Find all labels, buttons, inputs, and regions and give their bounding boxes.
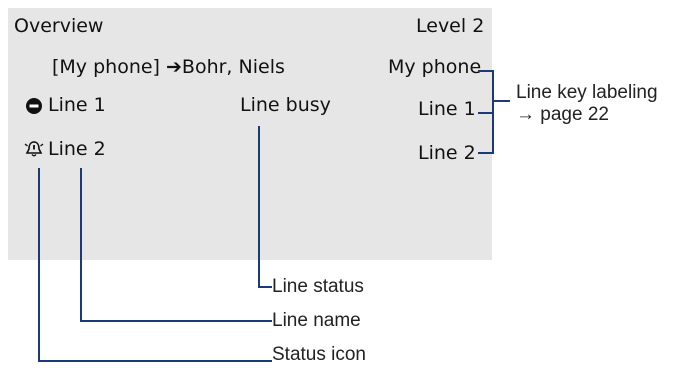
line-1-status: Line busy bbox=[240, 94, 331, 116]
callout-tick-line-1 bbox=[478, 112, 494, 114]
callout-tick-line-2 bbox=[478, 152, 494, 154]
callout-line-status-horizontal bbox=[258, 286, 272, 288]
alarm-bell-icon bbox=[24, 140, 44, 162]
key-label-line-2[interactable]: Line 2 bbox=[418, 142, 476, 164]
page-reference-link[interactable]: → page 22 bbox=[516, 104, 609, 125]
callout-line-status-vertical bbox=[258, 126, 260, 288]
callout-line-name-vertical bbox=[80, 168, 82, 322]
line-name-label: Line name bbox=[272, 310, 361, 331]
callout-status-icon-vertical bbox=[38, 168, 40, 362]
line-key-labeling-label: Line key labeling bbox=[516, 82, 658, 103]
display-title: Overview bbox=[14, 15, 104, 37]
line-status-label: Line status bbox=[272, 276, 364, 297]
key-label-line-1[interactable]: Line 1 bbox=[418, 98, 476, 120]
callout-bracket-connector bbox=[494, 100, 510, 102]
callout-bracket bbox=[492, 70, 494, 154]
line-1-name: Line 1 bbox=[48, 94, 106, 116]
callout-line-name-horizontal bbox=[80, 320, 272, 322]
phone-display: Overview Level 2 [My phone] ➔Bohr, Niels… bbox=[8, 8, 492, 260]
key-label-my-phone[interactable]: My phone bbox=[388, 56, 482, 78]
level-indicator: Level 2 bbox=[416, 15, 485, 37]
callout-tick-my-phone bbox=[478, 70, 494, 72]
call-info: [My phone] ➔Bohr, Niels bbox=[52, 56, 285, 78]
do-not-disturb-icon bbox=[26, 98, 42, 118]
line-2-name: Line 2 bbox=[48, 138, 106, 160]
callout-status-icon-horizontal bbox=[38, 360, 272, 362]
status-icon-label: Status icon bbox=[272, 344, 366, 365]
